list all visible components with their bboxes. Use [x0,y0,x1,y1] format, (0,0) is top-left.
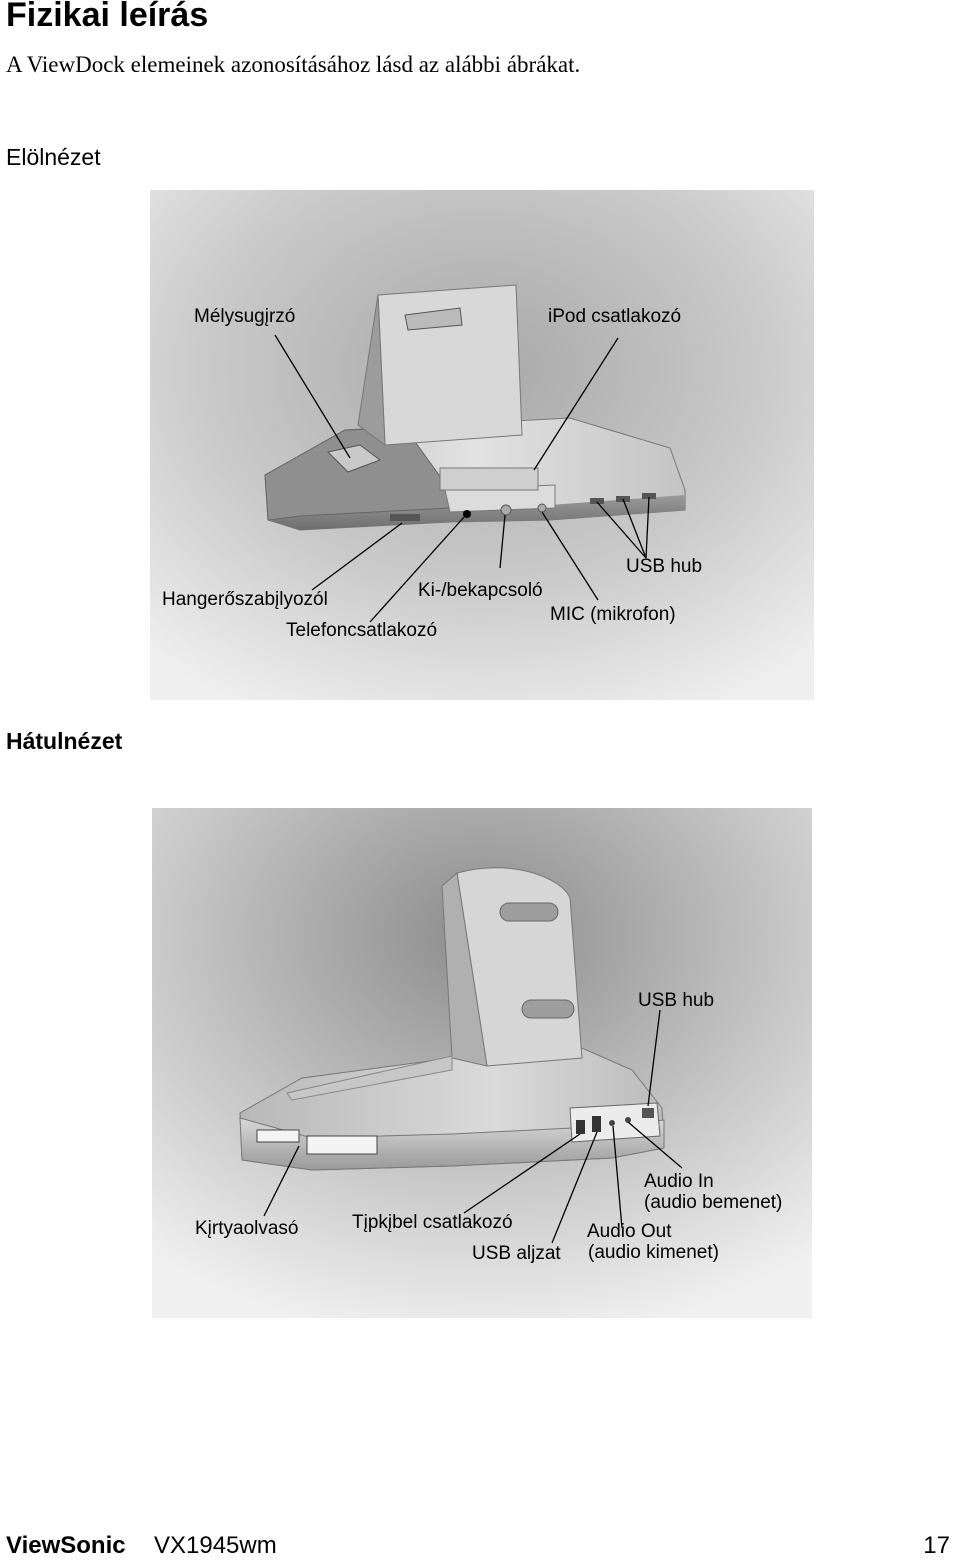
footer-model: VX1945wm [154,1532,277,1559]
page-footer: ViewSonic VX1945wm 17 [6,1532,950,1560]
rear-view-figure: USB hub Audio In (audio bemenet) Kįrtyao… [152,808,812,1318]
callout-card-reader: Kįrtyaolvasó [195,1218,299,1239]
rear-view-heading: Hátulnézet [6,728,123,754]
page-title: Fizikai leírás [6,0,209,34]
callout-usb-port: USB aljzat [472,1243,561,1264]
callout-audio-in-sub: (audio bemenet) [644,1192,783,1213]
intro-text: A ViewDock elemeinek azonosításához lásd… [6,52,581,77]
callout-audio-out-sub: (audio kimenet) [588,1242,719,1263]
callout-usb-hub-rear: USB hub [638,990,715,1011]
rear-dock-illustration [152,808,812,1318]
callout-usb-hub-front: USB hub [626,556,703,577]
callout-volume-control: Hangerőszabįlyozól [162,589,328,610]
callout-audio-in: Audio In [644,1171,714,1192]
footer-brand: ViewSonic [6,1532,126,1559]
callout-power-cable: Tįpkįbel csatlakozó [352,1212,513,1233]
front-view-heading: Elölnézet [6,144,101,170]
front-view-figure: Mélysugįrzó iPod csatlakozó USB hub Ki-/… [150,190,814,700]
callout-subwoofer: Mélysugįrzó [194,306,296,327]
callout-audio-out: Audio Out [587,1221,672,1242]
page-number: 17 [923,1532,950,1559]
callout-ipod-connector: iPod csatlakozó [548,306,682,327]
callout-mic: MIC (mikrofon) [550,604,676,625]
callout-power-switch: Ki-/bekapcsoló [418,580,543,601]
callout-phone-jack: Telefoncsatlakozó [286,620,438,641]
front-dock-illustration [150,190,814,700]
